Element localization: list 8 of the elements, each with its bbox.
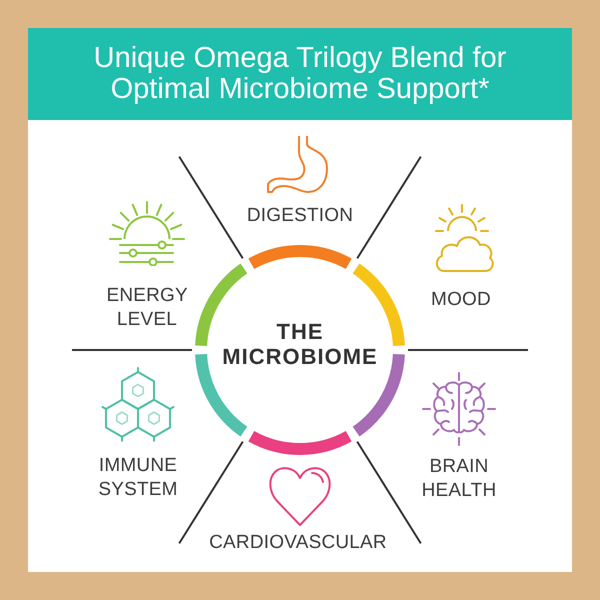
center-label: THE MICROBIOME	[222, 319, 378, 369]
category-label: DIGESTION	[246, 204, 354, 228]
category-label: IMMUNE SYSTEM	[98, 454, 178, 502]
category-label: ENERGY LEVEL	[106, 284, 188, 332]
category-label: MOOD	[431, 288, 491, 312]
title-text: Unique Omega Trilogy Blend for Optimal Microbiome Support*	[92, 43, 508, 105]
category-label: CARDIOVASCULAR	[209, 531, 387, 555]
category-label: BRAIN HEALTH	[422, 455, 496, 503]
